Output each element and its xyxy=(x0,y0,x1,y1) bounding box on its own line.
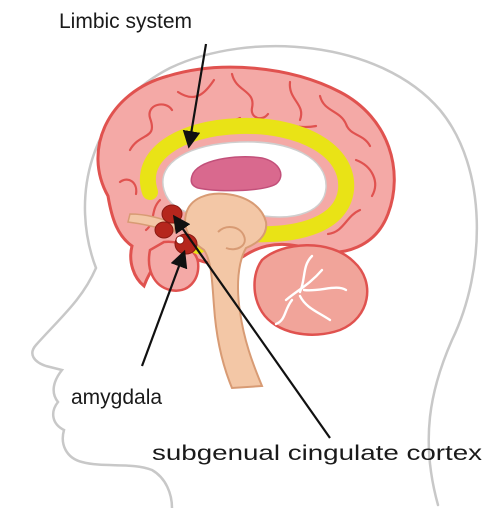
limbic-system-label: Limbic system xyxy=(59,10,192,33)
amygdala-label: amygdala xyxy=(71,386,162,409)
subgenual-cingulate-cortex-label: subgenual cingulate cortex xyxy=(152,442,483,465)
cerebellum xyxy=(255,245,368,334)
subgenual-cingulate-cortex-lower xyxy=(155,222,173,238)
subgenual-cingulate-cortex xyxy=(162,205,182,223)
hippocampus-marker xyxy=(176,236,184,244)
